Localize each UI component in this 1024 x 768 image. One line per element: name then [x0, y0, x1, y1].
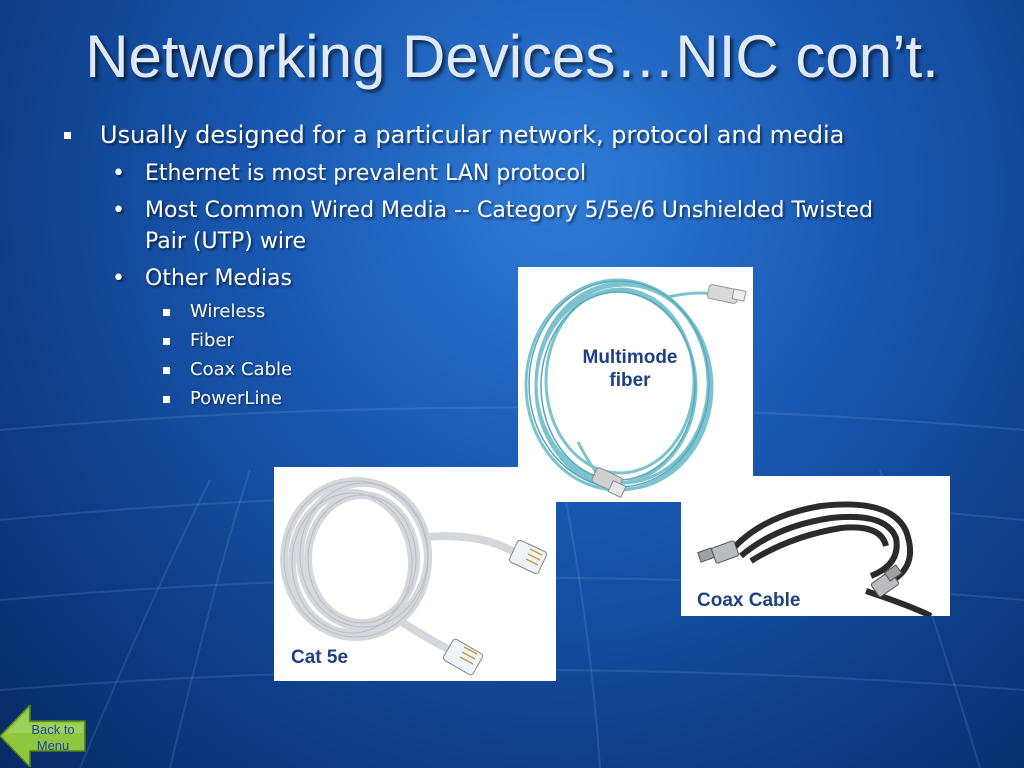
sub-bullet: • Most Common Wired Media -- Category 5/…	[60, 195, 920, 257]
fiber-cable-illustration	[524, 278, 747, 499]
sub-sub-bullet-text: Wireless	[190, 301, 266, 322]
sub-sub-bullet-text: PowerLine	[190, 388, 282, 409]
cat5e-cable-image: Cat 5e	[274, 467, 556, 681]
bullet-content: Usually designed for a particular networ…	[60, 118, 960, 413]
bullet-main-text: Usually designed for a particular networ…	[100, 121, 845, 149]
back-label-line1: Back to	[31, 722, 75, 737]
sub-bullet-text: Other Medias	[145, 266, 292, 291]
cat5e-cable-illustration	[280, 477, 548, 676]
sub-sub-bullet: Wireless	[60, 297, 960, 326]
coax-cable-image: Coax Cable	[681, 476, 950, 616]
fiber-caption-line1: Multimode	[582, 347, 678, 368]
dot-bullet-icon: •	[112, 198, 125, 223]
sub-sub-bullet-text: Coax Cable	[190, 359, 293, 380]
dot-bullet-icon: •	[112, 266, 125, 291]
cat5e-caption: Cat 5e	[291, 647, 349, 668]
sub-sub-bullet: PowerLine	[60, 384, 960, 413]
sub-bullet: • Ethernet is most prevalent LAN protoco…	[60, 158, 920, 189]
sub-sub-bullet: Coax Cable	[60, 355, 960, 384]
back-label-line2: Menu	[36, 738, 70, 753]
square-bullet-icon	[163, 309, 170, 316]
sub-bullet-text: Most Common Wired Media -- Category 5/5e…	[145, 198, 873, 254]
square-bullet-icon	[163, 367, 170, 374]
coax-cable-illustration	[697, 501, 933, 616]
sub-sub-bullet-text: Fiber	[190, 330, 234, 351]
slide-title: Networking Devices…NIC con’t.	[85, 23, 939, 90]
square-bullet-icon	[163, 396, 170, 403]
fiber-cable-image: Multimode fiber	[518, 267, 753, 502]
sub-sub-bullet-list: Wireless Fiber Coax Cable PowerLine	[60, 297, 960, 413]
dot-bullet-icon: •	[112, 161, 125, 186]
square-bullet-icon	[163, 338, 170, 345]
fiber-caption: Multimode fiber	[570, 346, 690, 392]
coax-caption: Coax Cable	[697, 590, 801, 611]
fiber-caption-line2: fiber	[609, 370, 651, 391]
sub-bullet: • Other Medias	[60, 263, 920, 294]
sub-sub-bullet: Fiber	[60, 326, 960, 355]
back-to-menu-label: Back to Menu	[22, 722, 84, 754]
square-bullet-icon	[64, 132, 71, 139]
sub-bullet-text: Ethernet is most prevalent LAN protocol	[145, 161, 587, 186]
bullet-main: Usually designed for a particular networ…	[60, 118, 920, 152]
back-to-menu-button[interactable]: Back to Menu	[0, 705, 90, 767]
back-arrow-icon	[0, 705, 86, 767]
